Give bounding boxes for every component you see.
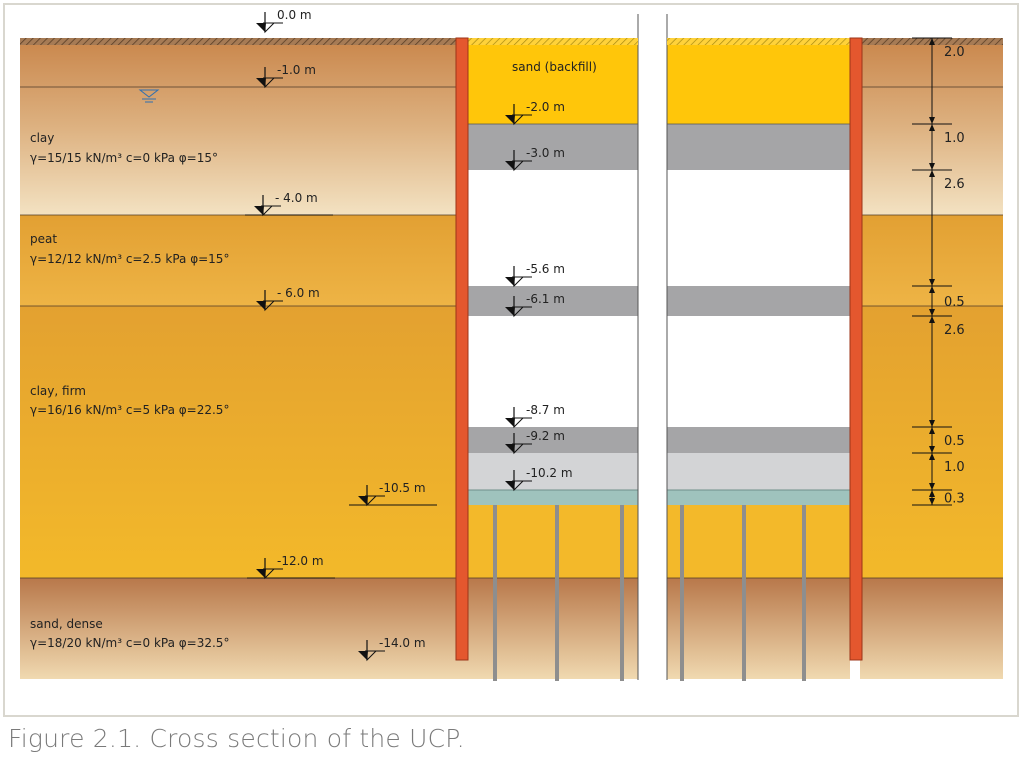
water-table-icon bbox=[138, 89, 160, 103]
cross-section-diagram: clay γ=15/15 kN/m³ c=0 kPa φ=15° peat γ=… bbox=[20, 8, 1003, 682]
dimension-label: 1.0 bbox=[944, 131, 965, 146]
excavation-level-marker: -10.2 m bbox=[505, 466, 573, 492]
dimension: 1.0 bbox=[929, 453, 965, 490]
soil-props: γ=16/16 kN/m³ c=5 kPa φ=22.5° bbox=[30, 403, 229, 417]
level-label: -2.0 m bbox=[526, 100, 565, 114]
excavation-level-marker: -9.2 m bbox=[505, 429, 565, 455]
excavation-level-marker: -2.0 m bbox=[505, 100, 565, 126]
clay-layer bbox=[20, 38, 468, 215]
dimension-label: 0.3 bbox=[944, 492, 965, 507]
left-level-markers: 0.0 m -1.0 m - 4.0 m - 6.0 m -10.5 m -12.0 m -… bbox=[245, 8, 437, 662]
ground-surface bbox=[20, 38, 468, 45]
excavation-level-marker: -6.1 m bbox=[505, 292, 565, 318]
level-label: -1.0 m bbox=[277, 63, 316, 77]
dimension-label: 2.6 bbox=[944, 323, 965, 338]
sheet-pile-left bbox=[455, 37, 469, 661]
level-marker: -12.0 m bbox=[247, 554, 335, 580]
dimension-label: 2.0 bbox=[944, 45, 965, 60]
peat-layer bbox=[20, 215, 468, 306]
dimension: 2.0 bbox=[929, 38, 965, 124]
soil-props: γ=12/12 kN/m³ c=2.5 kPa φ=15° bbox=[30, 252, 229, 266]
dimension: 0.3 bbox=[929, 490, 965, 507]
floor-slab-left bbox=[468, 490, 638, 505]
soil-name: sand, dense bbox=[30, 617, 103, 631]
level-label: - 6.0 m bbox=[277, 286, 320, 300]
backfill-label: sand (backfill) bbox=[512, 60, 597, 74]
level-label: - 4.0 m bbox=[275, 191, 318, 205]
soil-name: clay, firm bbox=[30, 384, 86, 398]
figure-caption: Figure 2.1. Cross section of the UCP. bbox=[8, 724, 465, 753]
dimension: 1.0 bbox=[929, 124, 965, 170]
dimension: 2.6 bbox=[929, 316, 965, 427]
dense-sand-layer-right bbox=[860, 578, 1003, 679]
soil-name: clay bbox=[30, 131, 54, 145]
excavation-level-marker: -3.0 m bbox=[505, 146, 565, 172]
level-marker: 0.0 m bbox=[256, 8, 312, 34]
foundation-piles bbox=[493, 505, 806, 681]
firm-clay-layer bbox=[20, 306, 468, 578]
level-label: -8.7 m bbox=[526, 403, 565, 417]
excavation-level-marker: -8.7 m bbox=[505, 403, 565, 429]
backfill-right bbox=[667, 44, 850, 124]
level-label: -5.6 m bbox=[526, 262, 565, 276]
level-marker: -10.5 m bbox=[349, 481, 437, 507]
dimension: 0.5 bbox=[929, 427, 965, 453]
excavation-level-marker: -5.6 m bbox=[505, 262, 565, 288]
soil-props: γ=18/20 kN/m³ c=0 kPa φ=32.5° bbox=[30, 636, 229, 650]
level-marker: -1.0 m bbox=[256, 63, 316, 89]
dimension-label: 0.5 bbox=[944, 295, 965, 310]
level-label: -3.0 m bbox=[526, 146, 565, 160]
soil-name: peat bbox=[30, 232, 57, 246]
level-marker: - 4.0 m bbox=[245, 191, 333, 217]
break-gap bbox=[638, 14, 667, 682]
level-marker: -14.0 m bbox=[358, 636, 426, 662]
floor-slab-right bbox=[667, 490, 850, 505]
dimension: 2.6 bbox=[929, 170, 965, 286]
dimension: 0.5 bbox=[929, 286, 965, 316]
sheet-pile-right bbox=[849, 37, 863, 661]
backfill-left bbox=[468, 44, 638, 124]
level-label: 0.0 m bbox=[277, 8, 312, 22]
level-label: -14.0 m bbox=[379, 636, 426, 650]
level-label: -10.5 m bbox=[379, 481, 426, 495]
soil-props: γ=15/15 kN/m³ c=0 kPa φ=15° bbox=[30, 151, 218, 165]
soil-labels: clay γ=15/15 kN/m³ c=0 kPa φ=15° peat γ=… bbox=[30, 131, 229, 650]
level-label: -6.1 m bbox=[526, 292, 565, 306]
dimension-label: 1.0 bbox=[944, 460, 965, 475]
level-label: -12.0 m bbox=[277, 554, 324, 568]
dimension-chain: 2.0 1.0 2.6 0.5 2.6 0.5 1.0 0.3 bbox=[912, 37, 965, 507]
dimension-label: 2.6 bbox=[944, 177, 965, 192]
dimension-label: 0.5 bbox=[944, 434, 965, 449]
dense-sand-layer bbox=[20, 578, 468, 679]
level-label: -10.2 m bbox=[526, 466, 573, 480]
excavation-level-markers: -2.0 m -3.0 m -5.6 m -6.1 m -8.7 m -9.2 m -10.… bbox=[505, 100, 573, 492]
level-marker: - 6.0 m bbox=[256, 286, 320, 312]
level-label: -9.2 m bbox=[526, 429, 565, 443]
